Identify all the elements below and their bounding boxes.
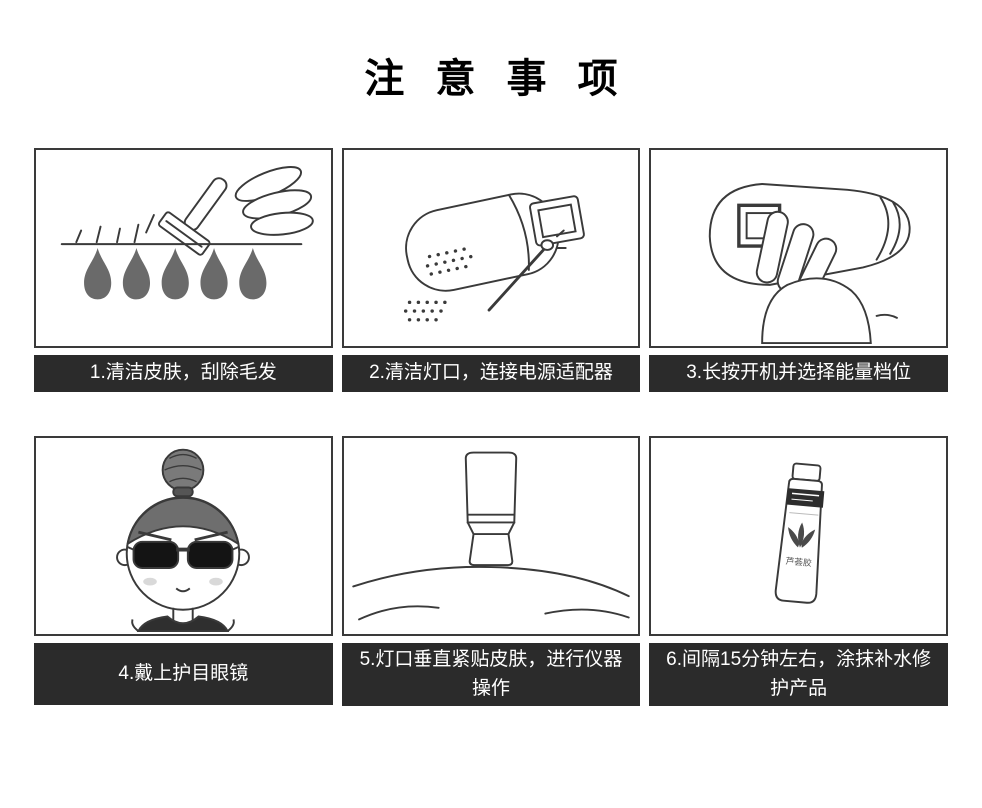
- shaving-razor-illustration: [61, 166, 315, 300]
- mouth: [175, 587, 191, 593]
- step3-caption: 3.长按开机并选择能量档位: [649, 355, 948, 392]
- step1-caption: 1.清洁皮肤，刮除毛发: [34, 355, 333, 392]
- cotton-swab-icon: [487, 229, 567, 312]
- step1-illustration-box: [34, 148, 333, 348]
- step-panel-6: 芦荟胶 6.间隔15分钟左右，涂抹补水修护产品: [649, 436, 948, 706]
- step5-illustration-box: [341, 436, 641, 636]
- step-panel-4: 4.戴上护目眼镜: [34, 436, 333, 706]
- lamp-window-icon: [529, 195, 585, 247]
- step2-caption: 2.清洁灯口，连接电源适配器: [341, 355, 641, 392]
- girl-goggles-illustration: [116, 448, 251, 633]
- step-panel-2: 2.清洁灯口，连接电源适配器: [341, 148, 641, 392]
- step6-caption: 6.间隔15分钟左右，涂抹补水修护产品: [649, 643, 948, 706]
- step4-illustration-box: [34, 436, 333, 636]
- step3-illustration-box: [649, 148, 948, 348]
- step5-caption: 5.灯口垂直紧贴皮肤，进行仪器操作: [341, 643, 641, 706]
- page-title: 注 意 事 项: [364, 57, 628, 101]
- device-vertical-icon: [464, 451, 518, 567]
- aloe-plant-icon: [787, 522, 815, 548]
- hair-follicle-drops: [84, 248, 267, 300]
- dotted-texture: [403, 245, 477, 322]
- hair-bun-icon: [161, 448, 205, 492]
- razor-icon: [158, 177, 228, 256]
- steps-grid: 1.清洁皮肤，刮除毛发: [34, 148, 948, 706]
- step-panel-3: 3.长按开机并选择能量档位: [649, 148, 948, 392]
- step4-caption: 4.戴上护目眼镜: [34, 643, 333, 705]
- tank-top: [137, 615, 230, 633]
- clean-lamp-swab-illustration: [403, 192, 585, 322]
- device-on-skin-illustration: [352, 451, 630, 621]
- aloe-tube-label: 芦荟胶: [785, 555, 812, 568]
- pressing-hand-icon: [755, 210, 898, 345]
- skin-contour-lines: [352, 565, 630, 621]
- aloe-gel-tube-illustration: 芦荟胶: [774, 462, 824, 604]
- protective-goggles-icon: [126, 540, 240, 569]
- step2-illustration-box: [341, 148, 641, 348]
- step-panel-5: 5.灯口垂直紧贴皮肤，进行仪器操作: [341, 436, 641, 706]
- press-power-button-illustration: [708, 183, 911, 345]
- step-panel-1: 1.清洁皮肤，刮除毛发: [34, 148, 333, 392]
- hand-fingers-icon: [235, 166, 315, 236]
- step6-illustration-box: 芦荟胶: [649, 436, 948, 636]
- hair-fringe: [126, 497, 240, 546]
- eyebrows: [138, 530, 229, 542]
